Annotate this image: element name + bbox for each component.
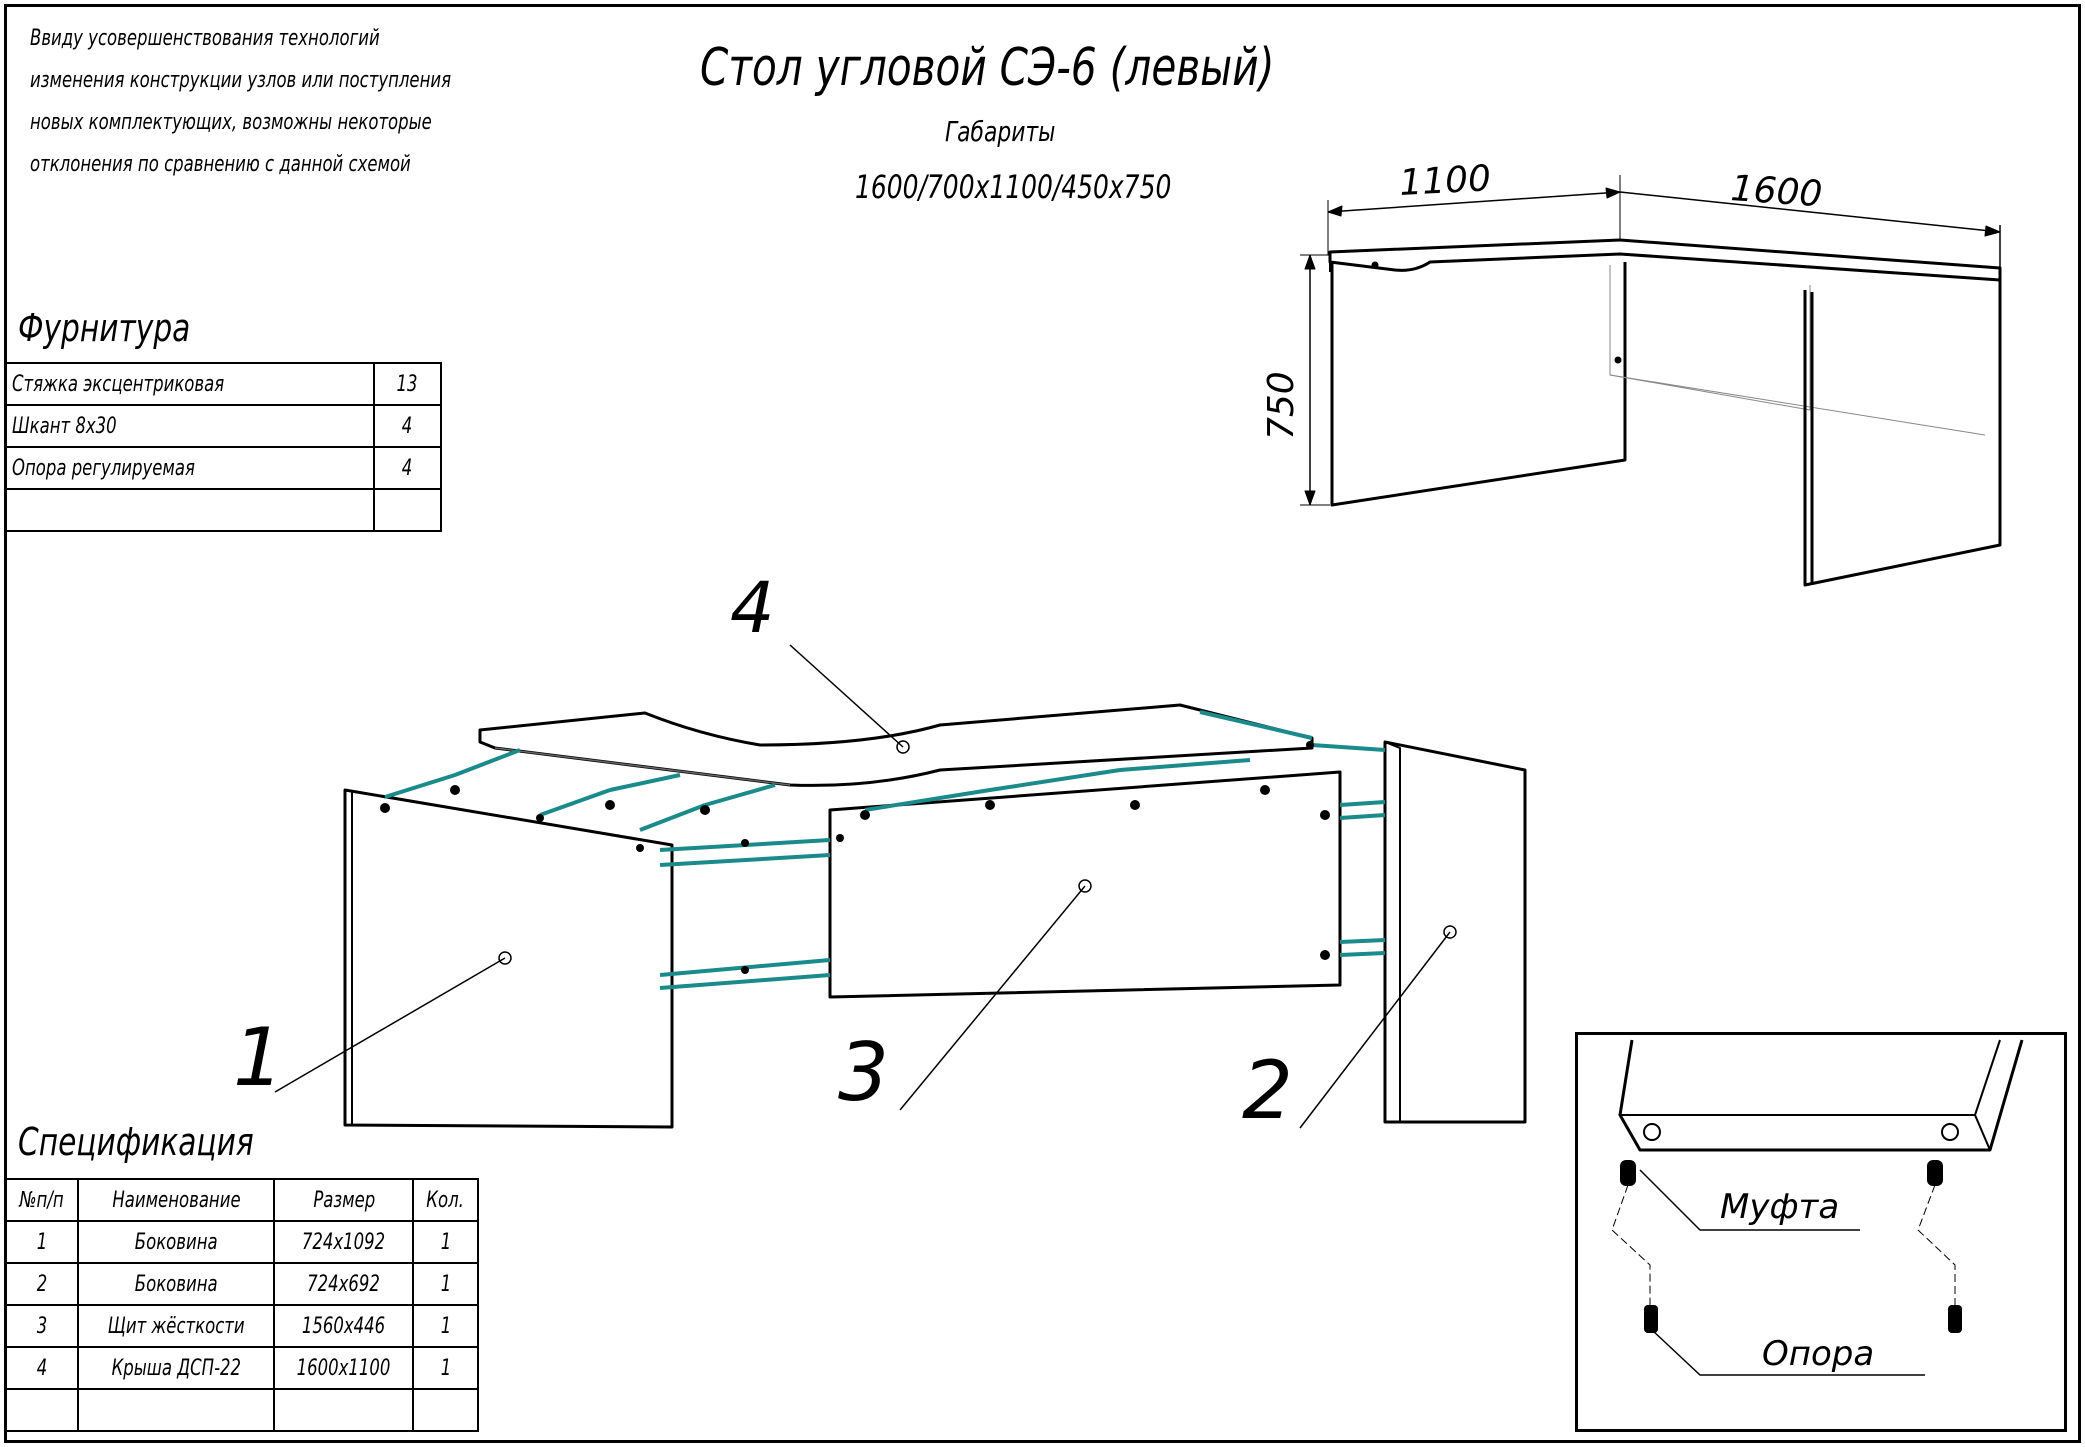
connectors bbox=[384, 710, 1386, 990]
cell-size: 1600х1100 bbox=[297, 1355, 391, 1381]
cell-qty: 1 bbox=[440, 1229, 451, 1255]
table-row: Опора регулируемая 4 bbox=[4, 446, 443, 490]
header-name: Наименование bbox=[112, 1187, 241, 1213]
table-row: 1 Боковина 724х1092 1 bbox=[3, 1220, 479, 1264]
table-row: 4 Крыша ДСП-22 1600х1100 1 bbox=[3, 1346, 479, 1390]
note-line: отклонения по сравнению с данной схемой bbox=[30, 152, 411, 177]
cell-name: Щит жёсткости bbox=[107, 1313, 245, 1339]
cell-name: Боковина bbox=[134, 1229, 218, 1255]
cell-size: 724х692 bbox=[307, 1271, 381, 1297]
part-tabletop bbox=[478, 703, 1314, 787]
exploded-view bbox=[343, 703, 1527, 1129]
spec-heading: Спецификация bbox=[18, 1120, 254, 1164]
dim-label-1600: 1600 bbox=[1729, 168, 1823, 215]
drawing-title: Стол угловой СЭ-6 (левый) bbox=[700, 38, 1275, 98]
hardware-qty: 13 bbox=[396, 371, 418, 397]
callout-2: 2 bbox=[1242, 1044, 1293, 1137]
disclaimer-note: Ввиду усовершенствования технологий изме… bbox=[30, 18, 591, 186]
hardware-name: Опора регулируемая bbox=[12, 455, 195, 481]
table-row: 2 Боковина 724х692 1 bbox=[3, 1262, 479, 1306]
hardware-name: Шкант 8х30 bbox=[12, 413, 117, 439]
cell-size: 724х1092 bbox=[302, 1229, 386, 1255]
callout-1: 1 bbox=[233, 1011, 284, 1104]
note-line: новых комплектующих, возможны некоторые bbox=[30, 110, 432, 135]
table-row: Шкант 8х30 4 bbox=[4, 404, 443, 448]
detail-inset-frame bbox=[1575, 1032, 2067, 1432]
callout-4: 4 bbox=[730, 567, 775, 649]
fittings bbox=[380, 741, 1330, 974]
table-row: Стяжка эксцентриковая 13 bbox=[4, 362, 443, 406]
hardware-qty: 4 bbox=[402, 413, 413, 439]
cell-num: 2 bbox=[36, 1271, 47, 1297]
cell-qty: 1 bbox=[440, 1355, 451, 1381]
part-side-panel-2 bbox=[1383, 740, 1527, 1124]
header-qty: Кол. bbox=[426, 1187, 465, 1213]
cell-num: 4 bbox=[36, 1355, 47, 1381]
leader-lines bbox=[274, 644, 1451, 1129]
part-side-panel-1 bbox=[343, 788, 674, 1129]
hardware-qty: 4 bbox=[402, 455, 413, 481]
header-size: Размер bbox=[313, 1187, 375, 1213]
note-line: изменения конструкции узлов или поступле… bbox=[30, 68, 452, 93]
part-modesty-panel-3 bbox=[828, 770, 1342, 999]
foot-label: Опора bbox=[1762, 1334, 1874, 1374]
cell-num: 3 bbox=[36, 1313, 47, 1339]
hardware-heading: Фурнитура bbox=[18, 306, 191, 350]
detail-inset-drawing bbox=[1611, 1039, 2024, 1376]
overall-dimensions: 1600/700х1100/450х750 bbox=[855, 168, 1172, 206]
dim-label-750: 750 bbox=[1261, 371, 1302, 440]
table-row bbox=[4, 488, 443, 532]
table-row bbox=[3, 1388, 479, 1432]
spec-table: №п/п Наименование Размер Кол. 1 Боковина… bbox=[3, 1178, 479, 1432]
callout-3: 3 bbox=[838, 1026, 889, 1119]
assembled-table-view bbox=[1300, 175, 2002, 587]
cell-qty: 1 bbox=[440, 1271, 451, 1297]
cell-name: Крыша ДСП-22 bbox=[111, 1355, 241, 1381]
hardware-table: Стяжка эксцентриковая 13 Шкант 8х30 4 Оп… bbox=[4, 362, 443, 532]
cell-qty: 1 bbox=[440, 1313, 451, 1339]
dim-label-1100: 1100 bbox=[1398, 158, 1492, 204]
coupling-label: Муфта bbox=[1720, 1187, 1839, 1227]
drawing-frame bbox=[4, 4, 2081, 1443]
note-line: Ввиду усовершенствования технологий bbox=[30, 26, 380, 51]
dimensions-heading: Габариты bbox=[945, 115, 1056, 148]
cell-num: 1 bbox=[36, 1229, 47, 1255]
table-header-row: №п/п Наименование Размер Кол. bbox=[3, 1178, 479, 1222]
cell-size: 1560х446 bbox=[302, 1313, 386, 1339]
table-row: 3 Щит жёсткости 1560х446 1 bbox=[3, 1304, 479, 1348]
hardware-name: Стяжка эксцентриковая bbox=[12, 371, 225, 397]
header-num: №п/п bbox=[19, 1187, 64, 1213]
cell-name: Боковина bbox=[134, 1271, 218, 1297]
